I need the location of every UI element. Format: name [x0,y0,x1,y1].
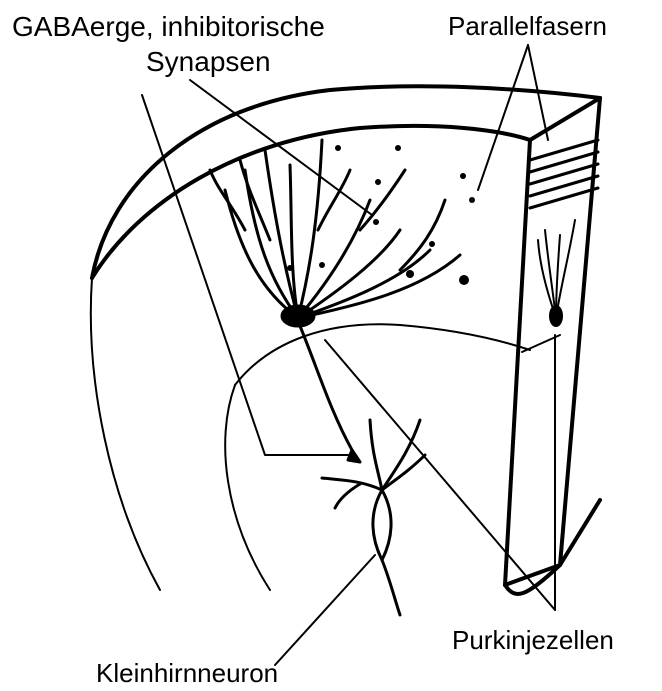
pointer-klein [275,555,375,665]
pointer-lines [142,45,555,665]
parallel-fibers [530,140,598,208]
slab-front [505,98,600,585]
purkinje-axon [300,326,352,450]
pointer-parallel-1 [478,45,528,190]
label-purkinjezellen: Purkinjezellen [452,627,614,653]
granular-layer-boundary [235,324,530,385]
purkinje-soma [282,306,314,326]
pointer-purkinje-1 [325,340,555,610]
label-gaba-line1: GABAerge, inhibitorische [12,13,325,41]
outline-left-lobe [91,278,160,590]
label-parallelfasern: Parallelfasern [448,13,607,39]
slab-purkinje-cell [538,220,575,326]
deep-cerebellar-neuron [322,420,425,615]
granular-layer-left [225,385,270,590]
label-gaba-line2: Synapsen [146,48,271,76]
label-kleinhirnneuron: Kleinhirnneuron [96,660,278,686]
